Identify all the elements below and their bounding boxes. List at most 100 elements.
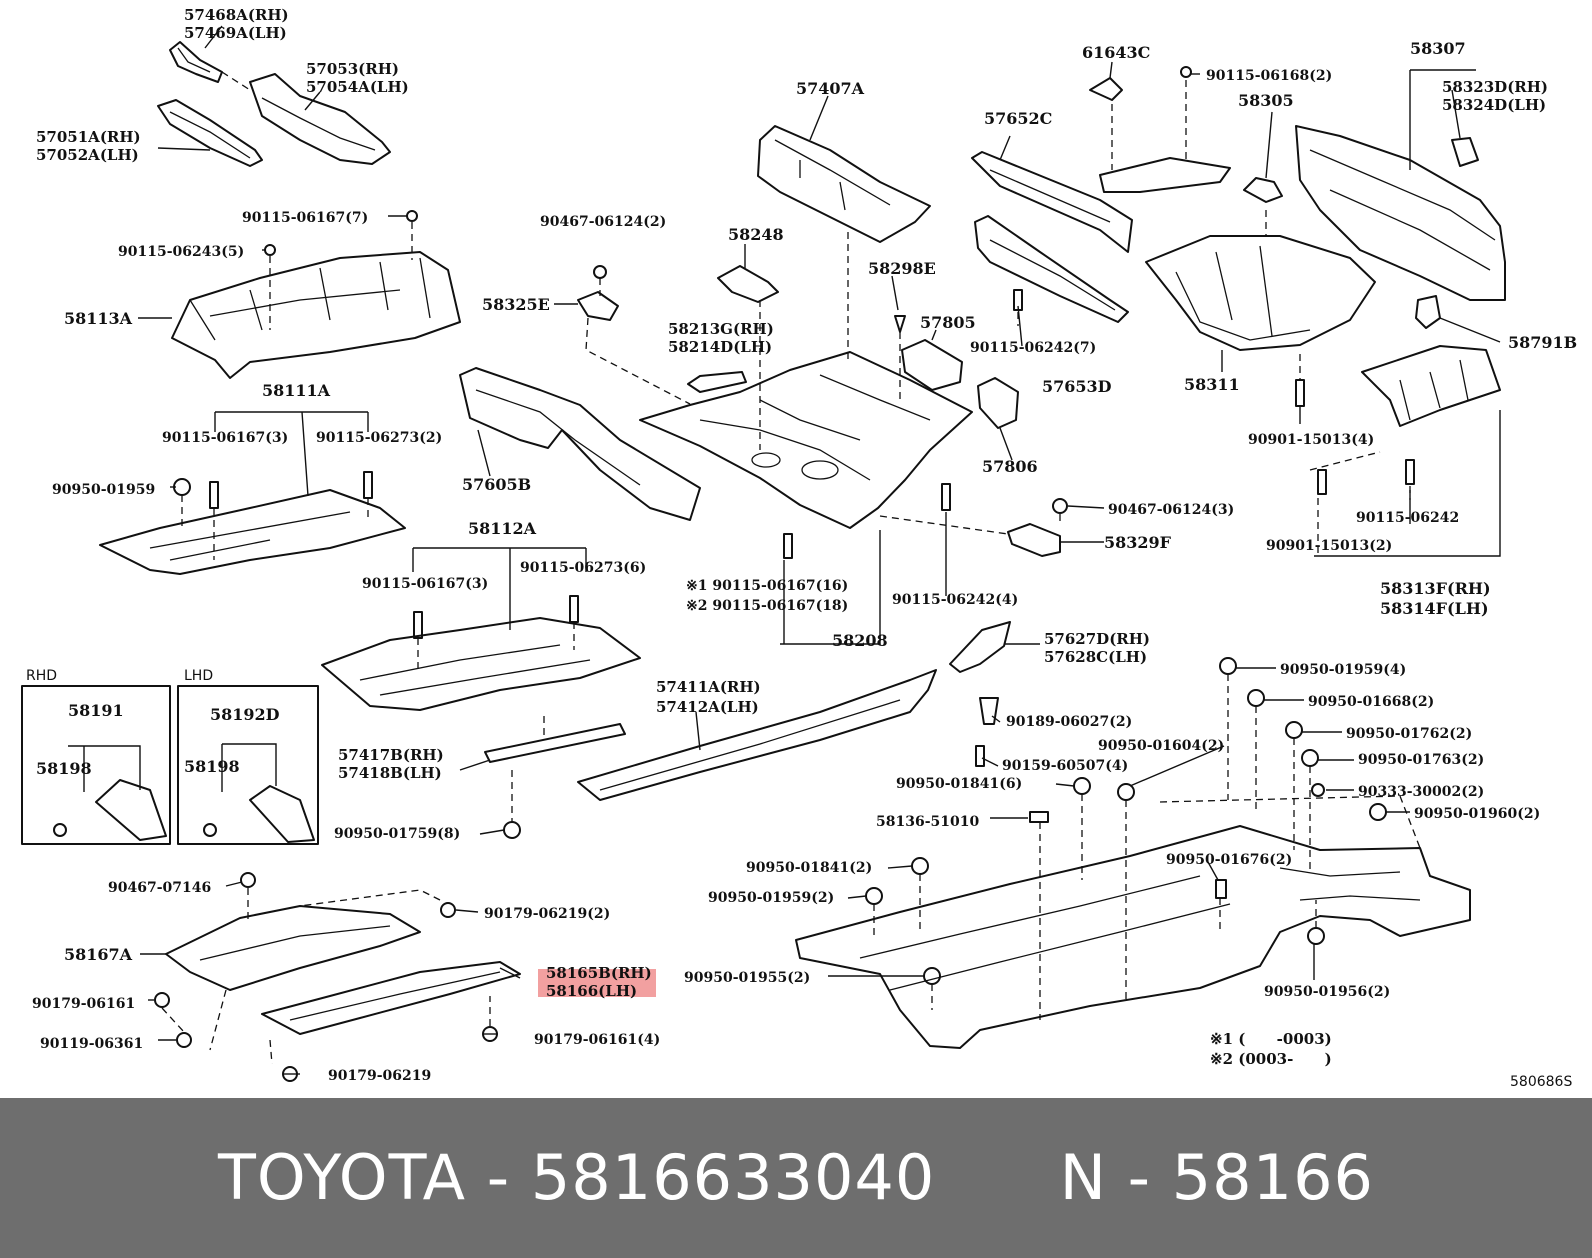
clip-61643C-drawing [1089, 77, 1123, 101]
bracket-58305-drawing [1243, 177, 1283, 203]
bracket-58791B-drawing [1415, 295, 1441, 329]
note-1: ※1 ( -0003) [1210, 1030, 1332, 1048]
underbody-shell-drawing [795, 825, 1471, 1049]
label-57412A: 57412A(LH) [656, 698, 759, 716]
label-90950-01762-2: 90950-01762(2) [1346, 726, 1472, 742]
label-58307: 58307 [1410, 39, 1466, 58]
note-2: ※2 (0003- ) [1210, 1050, 1332, 1068]
label-57628C: 57628C(LH) [1044, 648, 1147, 666]
cover-58167A-drawing [165, 905, 421, 991]
label-57806: 57806 [982, 457, 1038, 476]
label-90115-06168-2: 90115-06168(2) [1206, 68, 1332, 84]
label-90179-06219-2: 90179-06219(2) [484, 906, 610, 922]
patch-57806-drawing [977, 377, 1019, 429]
label-57051A: 57051A(RH) [36, 128, 141, 146]
label-58198-lhd: 58198 [184, 757, 240, 776]
patch-57805-drawing [901, 339, 963, 391]
rail-57051A-drawing [157, 99, 263, 167]
label-58329F: 58329F [1104, 533, 1172, 552]
label-90950-01956-2: 90950-01956(2) [1264, 984, 1390, 1000]
panel-58113A-drawing [171, 251, 461, 379]
rear-panel-58307-drawing [1295, 125, 1506, 301]
label-90950-01604-2: 90950-01604(2) [1098, 738, 1224, 754]
label-61643C: 61643C [1082, 43, 1150, 62]
label-90115-06242-7: 90115-06242(7) [970, 340, 1096, 356]
label-lhd: LHD [184, 668, 213, 684]
label-58198-rhd: 58198 [36, 759, 92, 778]
lhd-box [177, 685, 319, 845]
label-57407A: 57407A [796, 79, 865, 98]
label-57627D: 57627D(RH) [1044, 630, 1150, 648]
rail-57652C-drawing [971, 151, 1133, 253]
label-57411A: 57411A(RH) [656, 678, 761, 696]
side-member-57605B-drawing [459, 367, 701, 521]
label-58191: 58191 [68, 701, 124, 720]
reinforcement-57417B-drawing [484, 723, 626, 763]
label-90179-06219: 90179-06219 [328, 1068, 431, 1084]
part-highlight [538, 969, 656, 997]
label-58791B: 58791B [1508, 333, 1577, 352]
label-90115-06273-2: 90115-06273(2) [316, 430, 442, 446]
label-58165B: 58165B(RH) [546, 964, 652, 982]
label-57053: 57053(RH) [306, 60, 399, 78]
rocker-57411A-drawing [577, 669, 937, 801]
label-58305: 58305 [1238, 91, 1294, 110]
part-caption-bar: TOYOTA - 5816633040 N - 58166 [0, 1098, 1592, 1258]
label-58311: 58311 [1184, 375, 1240, 394]
label-note1-90115-06167-16: ※1 90115-06167(16) [686, 578, 848, 594]
label-58248: 58248 [728, 225, 784, 244]
label-57653D: 57653D [1042, 377, 1112, 396]
label-90115-06242-4: 90115-06242(4) [892, 592, 1018, 608]
label-90950-01841-6: 90950-01841(6) [896, 776, 1022, 792]
label-90950-01959: 90950-01959 [52, 482, 155, 498]
label-90901-15013-2: 90901-15013(2) [1266, 538, 1392, 554]
label-rhd: RHD [26, 668, 57, 684]
label-57469A: 57469A(LH) [184, 24, 287, 42]
label-90115-06242: 90115-06242 [1356, 510, 1459, 526]
label-58167A: 58167A [64, 945, 133, 964]
label-90950-01759-8: 90950-01759(8) [334, 826, 460, 842]
bracket-58213G-drawing [687, 371, 747, 393]
label-57468A: 57468A(RH) [184, 6, 289, 24]
diagram-code: 580686S [1510, 1074, 1572, 1090]
label-90467-06124-2: 90467-06124(2) [540, 214, 666, 230]
label-57417B: 57417B(RH) [338, 746, 444, 764]
label-90950-01959-4: 90950-01959(4) [1280, 662, 1406, 678]
bracket-90115-06168-drawing [1099, 157, 1231, 193]
label-58325E: 58325E [482, 295, 550, 314]
label-58314F: 58314F(LH) [1380, 599, 1489, 618]
cover-58165B-drawing [261, 961, 521, 1035]
label-58136-51010: 58136-51010 [876, 814, 979, 830]
label-58112A: 58112A [468, 519, 537, 538]
label-90901-15013-4: 90901-15013(4) [1248, 432, 1374, 448]
parts-diagram: 57468A(RH) 57469A(LH) 57053(RH) 57054A(L… [21, 6, 1578, 1090]
label-57052A: 57052A(LH) [36, 146, 139, 164]
bracket-58192D-drawing [249, 785, 315, 843]
label-58313F: 58313F(RH) [1380, 579, 1491, 598]
label-90115-06167-3a: 90115-06167(3) [162, 430, 288, 446]
label-58192D: 58192D [210, 705, 280, 724]
label-90189-06027-2: 90189-06027(2) [1006, 714, 1132, 730]
label-90159-60507-4: 90159-60507(4) [1002, 758, 1128, 774]
label-57652C: 57652C [984, 109, 1052, 128]
label-note2-90115-06167-18: ※2 90115-06167(18) [686, 598, 848, 614]
floor-pan-58208-drawing [639, 351, 973, 529]
floor-58112A-drawing [321, 617, 641, 711]
label-90467-06124-3: 90467-06124(3) [1108, 502, 1234, 518]
dashed-lines [161, 71, 1421, 1065]
label-90115-06273-6: 90115-06273(6) [520, 560, 646, 576]
rhd-box [21, 685, 171, 845]
label-57605B: 57605B [462, 475, 531, 494]
label-57054A: 57054A(LH) [306, 78, 409, 96]
label-90333-30002-2: 90333-30002(2) [1358, 784, 1484, 800]
label-58208: 58208 [832, 631, 888, 650]
label-58298E: 58298E [868, 259, 936, 278]
rail-57653D-drawing [974, 215, 1129, 323]
label-90467-07146: 90467-07146 [108, 880, 211, 896]
bracket-58191-drawing [95, 779, 167, 841]
label-90950-01676-2: 90950-01676(2) [1166, 852, 1292, 868]
label-90950-01841-2: 90950-01841(2) [746, 860, 872, 876]
label-90115-06167-3b: 90115-06167(3) [362, 576, 488, 592]
label-57805: 57805 [920, 313, 976, 332]
crossmember-57407A-drawing [757, 125, 931, 243]
